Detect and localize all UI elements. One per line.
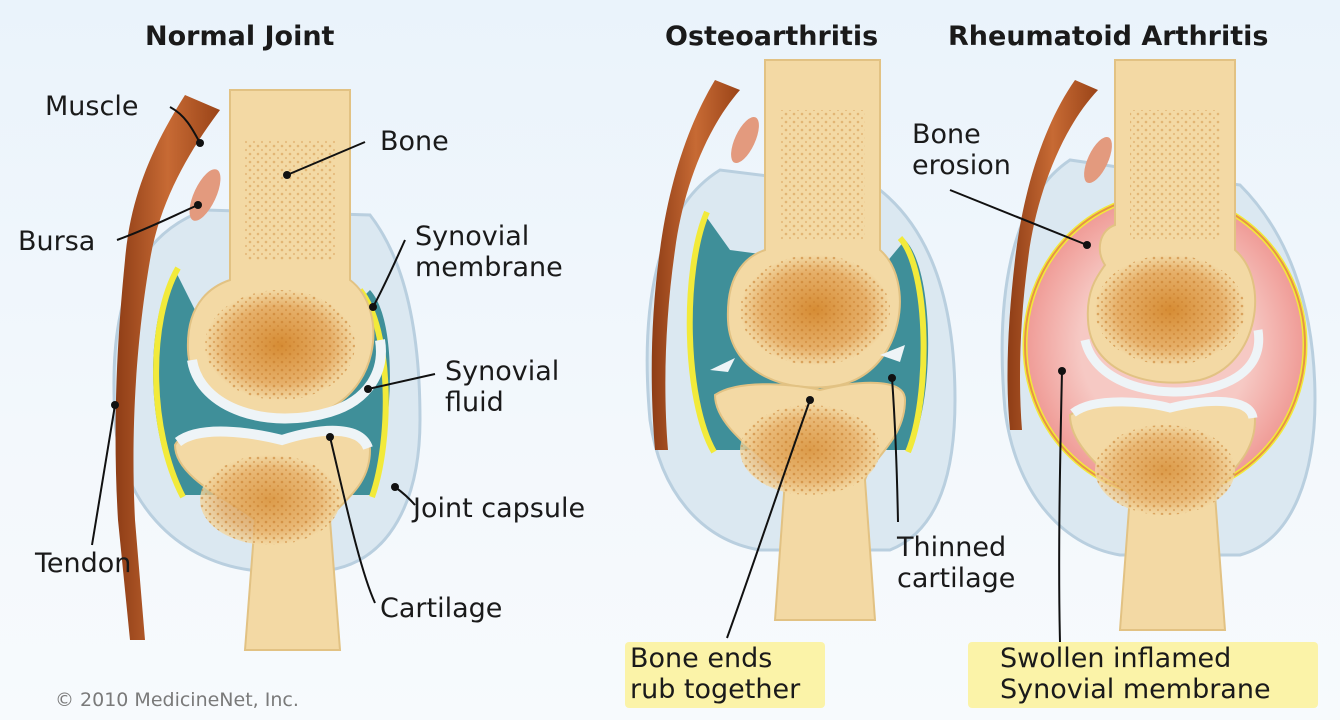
rheumatoid-arthritis-illustration	[1000, 59, 1317, 631]
label-swollen-line1: Swollen inflamed	[1000, 643, 1231, 674]
leader-lines	[91, 106, 1091, 643]
bone-ends-highlight	[625, 642, 825, 708]
label-bone-ends-line1: Bone ends	[630, 643, 772, 674]
title-rheumatoid-arthritis: Rheumatoid Arthritis	[948, 21, 1268, 52]
osteoarthritis-illustration	[645, 59, 957, 621]
label-synovial-membrane-line2: membrane	[415, 252, 563, 283]
label-thinned-cartilage-line2: cartilage	[897, 563, 1015, 594]
label-muscle: Muscle	[45, 91, 138, 122]
label-bone: Bone	[380, 126, 449, 157]
label-bone-erosion-line2: erosion	[912, 150, 1011, 181]
label-tendon: Tendon	[34, 548, 131, 579]
label-thinned-cartilage-line1: Thinned	[896, 532, 1006, 563]
label-bursa: Bursa	[18, 226, 95, 257]
label-synovial-membrane-line1: Synovial	[415, 221, 529, 252]
label-joint-capsule: Joint capsule	[411, 493, 585, 524]
swollen-highlight	[968, 642, 1318, 708]
label-bone-ends-line2: rub together	[630, 674, 801, 705]
normal-joint-illustration	[112, 89, 422, 651]
label-cartilage: Cartilage	[380, 593, 502, 624]
label-synovial-fluid-line1: Synovial	[445, 356, 559, 387]
label-bone-erosion-line1: Bone	[912, 119, 981, 150]
label-swollen-line2: Synovial membrane	[1000, 674, 1271, 705]
label-synovial-fluid-line2: fluid	[445, 387, 504, 418]
title-osteoarthritis: Osteoarthritis	[665, 21, 878, 52]
title-normal-joint: Normal Joint	[145, 21, 335, 52]
copyright-notice: © 2010 MedicineNet, Inc.	[55, 689, 299, 711]
